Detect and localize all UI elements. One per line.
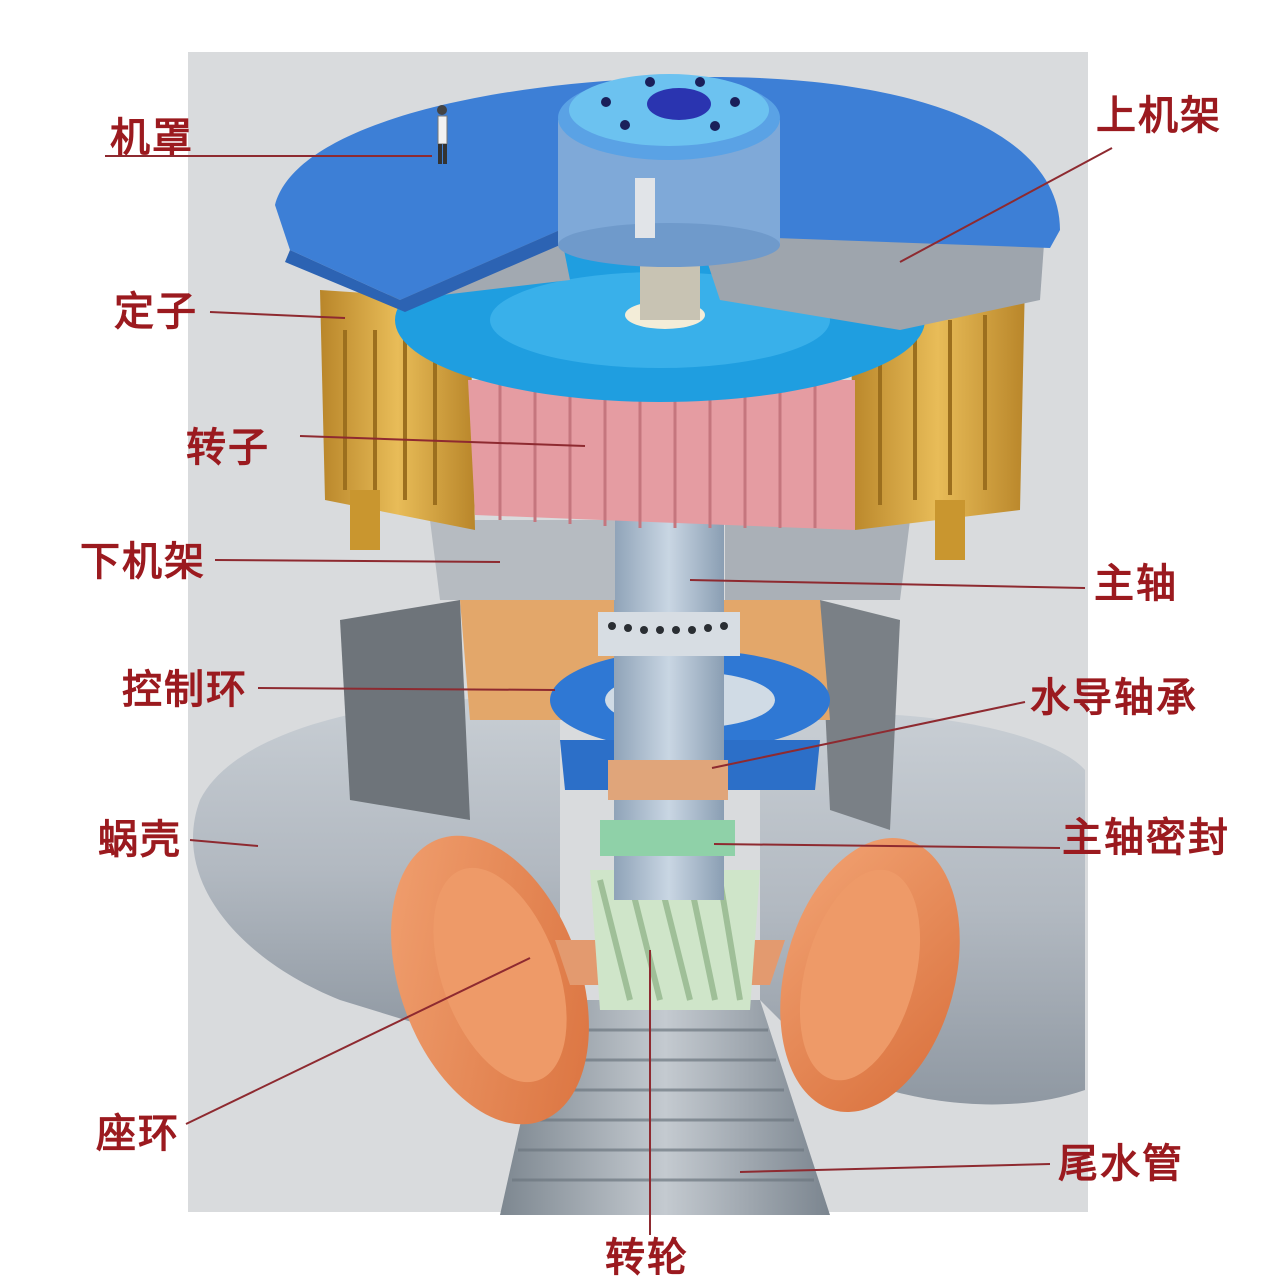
- person-figure: [437, 105, 448, 164]
- label-shaft-seal: 主轴密封: [1062, 815, 1230, 861]
- label-runner: 转轮: [605, 1235, 689, 1281]
- leader-shaft-seal: [713, 843, 1061, 849]
- leader-water-guide-bearing: [711, 701, 1026, 769]
- leader-lines: [105, 147, 1113, 1235]
- label-main-shaft: 主轴: [1094, 561, 1178, 607]
- shaft-flange: [598, 612, 740, 656]
- lower-bracket: [430, 520, 910, 600]
- leader-stay-ring: [185, 957, 531, 1125]
- stator: [320, 280, 1025, 560]
- leader-control-ring: [257, 687, 556, 691]
- leader-main-shaft: [689, 579, 1086, 589]
- label-stator: 定子: [114, 289, 198, 335]
- label-draft-tube: 尾水管: [1058, 1141, 1184, 1187]
- label-control-ring: 控制环: [122, 667, 248, 713]
- label-water-guide-bearing: 水导轴承: [1030, 675, 1198, 721]
- label-stay-ring: 座环: [96, 1111, 180, 1157]
- leader-lower-bracket: [214, 559, 501, 563]
- leader-draft-tube: [739, 1163, 1051, 1173]
- leader-upper-bracket: [899, 147, 1113, 263]
- bearing-and-seal: [600, 760, 735, 856]
- leader-spiral-case: [189, 839, 259, 847]
- leader-stator: [209, 311, 346, 319]
- label-hood: 机罩: [110, 115, 194, 161]
- runner: [590, 870, 760, 1010]
- top-cap: [558, 74, 780, 267]
- leader-rotor: [299, 435, 586, 447]
- label-rotor: 转子: [186, 425, 270, 471]
- label-spiral-case: 蜗壳: [98, 817, 182, 863]
- label-upper-bracket: 上机架: [1096, 93, 1222, 139]
- label-lower-bracket: 下机架: [80, 539, 206, 585]
